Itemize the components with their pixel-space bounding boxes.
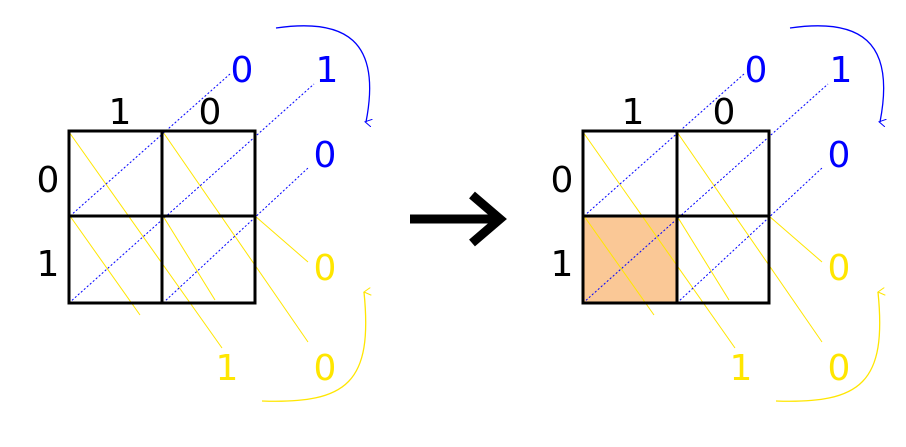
right-yellow-label-2: 1 bbox=[730, 348, 753, 389]
right-blue-label-3: 0 bbox=[828, 135, 851, 176]
left-blue-curved-arrow bbox=[275, 25, 370, 122]
right-blue-label-1: 0 bbox=[745, 50, 768, 91]
right-highlighted-cell bbox=[583, 216, 678, 303]
right-col-label-1: 1 bbox=[622, 92, 645, 133]
right-grid bbox=[581, 129, 771, 305]
left-yellow-curved-arrow bbox=[261, 292, 366, 402]
left-row-label-1: 0 bbox=[37, 160, 60, 201]
right-col-label-2: 0 bbox=[713, 92, 736, 133]
right-yellow-diagonals bbox=[582, 131, 823, 349]
left-panel: 1 0 0 1 0 1 0 0 1 0 bbox=[37, 25, 370, 402]
right-yellow-curved-arrow bbox=[775, 292, 880, 402]
right-blue-diagonal-1 bbox=[582, 83, 829, 304]
right-arrow-icon bbox=[410, 191, 507, 247]
left-row-label-2: 1 bbox=[37, 244, 60, 285]
left-blue-diagonal-1 bbox=[68, 83, 315, 304]
left-yellow-diagonals bbox=[68, 131, 309, 349]
right-blue-curved-arrow bbox=[789, 25, 884, 122]
right-yellow-diagonal-1 bbox=[582, 131, 736, 349]
left-yellow-label-2: 1 bbox=[216, 348, 239, 389]
left-grid bbox=[67, 129, 257, 305]
left-col-label-2: 0 bbox=[199, 92, 222, 133]
right-yellow-diagonal-2 bbox=[583, 215, 655, 316]
right-row-label-2: 1 bbox=[551, 244, 574, 285]
right-blue-label-2: 1 bbox=[830, 50, 853, 91]
left-col-label-1: 1 bbox=[109, 92, 132, 133]
right-yellow-diagonal-3 bbox=[676, 131, 823, 343]
left-blue-diagonals bbox=[68, 73, 315, 304]
left-yellow-diagonal-2 bbox=[69, 215, 141, 316]
left-yellow-label-1: 0 bbox=[314, 248, 337, 289]
left-yellow-label-3: 0 bbox=[314, 348, 337, 389]
left-yellow-diagonal-3 bbox=[162, 131, 309, 343]
left-yellow-diagonal-5 bbox=[254, 215, 309, 263]
right-yellow-diagonal-5 bbox=[768, 215, 823, 263]
right-yellow-diagonal-4 bbox=[676, 215, 730, 301]
left-blue-label-2: 1 bbox=[316, 50, 339, 91]
right-yellow-label-1: 0 bbox=[828, 248, 851, 289]
left-blue-diagonal-3 bbox=[162, 167, 309, 304]
right-panel: 1 0 0 1 0 1 0 0 1 0 bbox=[551, 25, 884, 402]
right-row-label-1: 0 bbox=[551, 160, 574, 201]
left-yellow-diagonal-4 bbox=[162, 215, 216, 301]
right-blue-diagonals bbox=[582, 73, 829, 304]
left-yellow-diagonal-1 bbox=[68, 131, 223, 349]
right-blue-diagonal-3 bbox=[676, 167, 823, 304]
left-blue-label-3: 0 bbox=[314, 135, 337, 176]
left-blue-label-1: 0 bbox=[231, 50, 254, 91]
right-yellow-label-3: 0 bbox=[828, 348, 851, 389]
